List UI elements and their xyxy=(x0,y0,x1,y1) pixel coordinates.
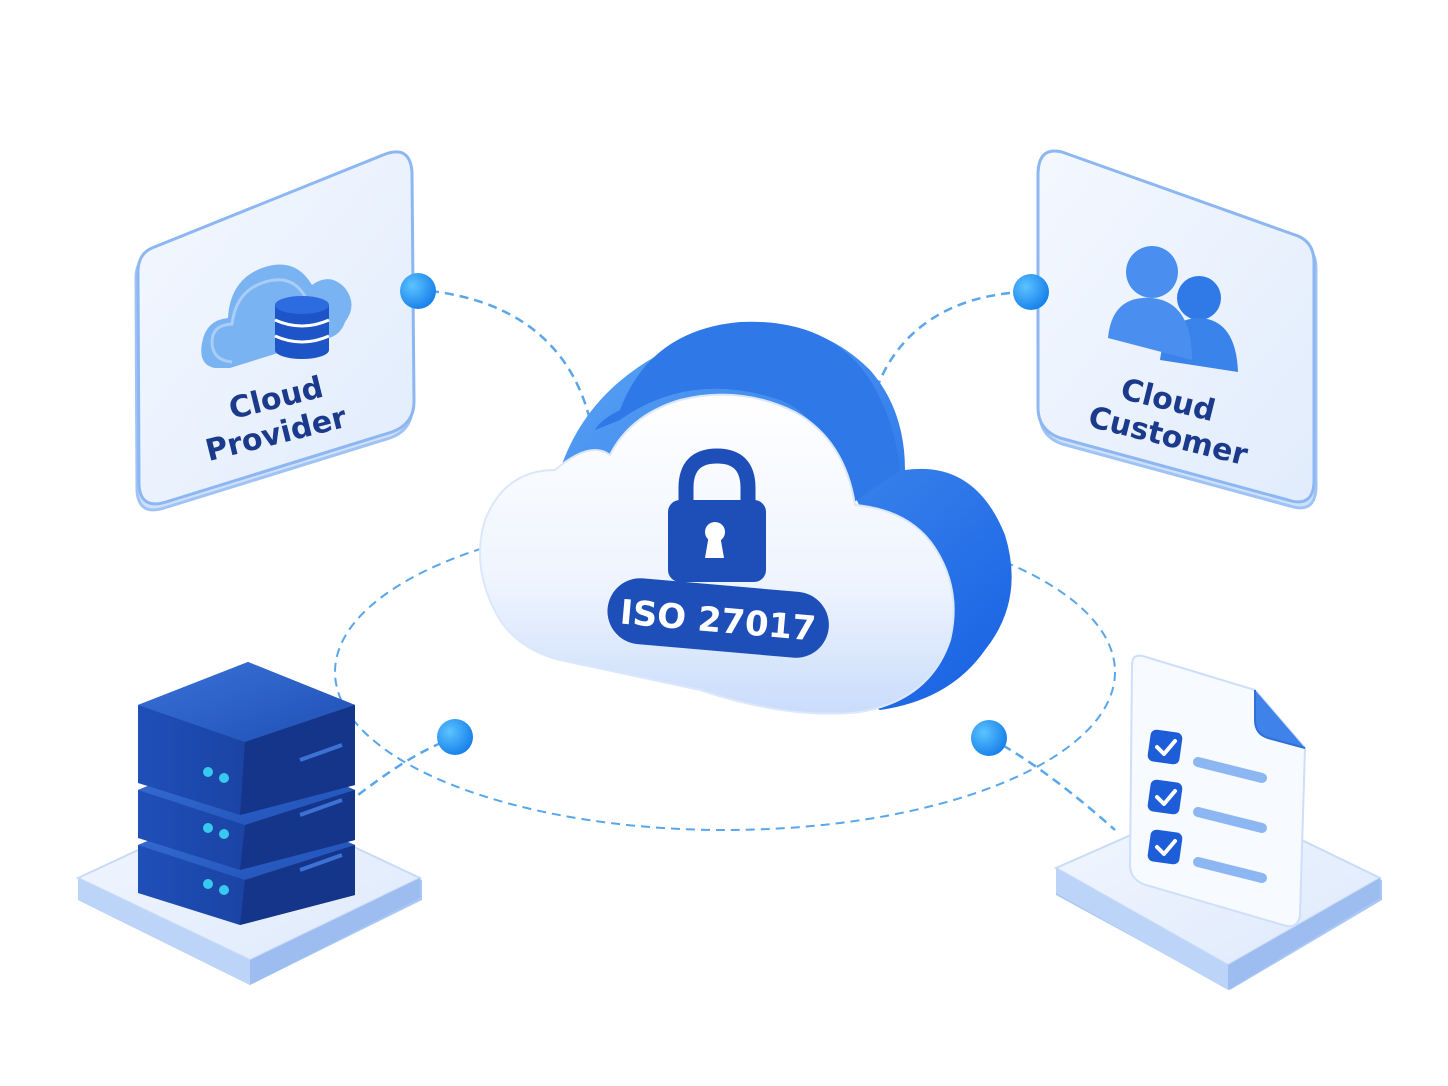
central-cloud: ISO 27017 xyxy=(479,321,1012,715)
connector-dot-customer xyxy=(1013,274,1049,310)
dashed-orbit xyxy=(334,513,1116,831)
checklist-platform xyxy=(1053,654,1383,990)
connector-server xyxy=(344,735,457,806)
padlock-icon xyxy=(668,448,766,582)
checklist-document-icon xyxy=(1128,654,1307,928)
iso-badge: ISO 27017 xyxy=(607,578,829,658)
connector-dot-provider xyxy=(400,273,436,309)
cloud-provider-card: Cloud Provider xyxy=(134,150,416,512)
server-platform xyxy=(75,662,423,985)
users-icon xyxy=(1108,246,1238,372)
connector-dot-server xyxy=(437,719,473,755)
checkbox-2 xyxy=(1147,779,1183,815)
connector-checklist xyxy=(989,736,1116,831)
database-cylinder xyxy=(274,296,330,359)
cloud-customer-card: Cloud Customer xyxy=(1036,149,1318,510)
server-stack-icon xyxy=(138,662,355,925)
checkbox-1 xyxy=(1147,729,1183,765)
connector-dots xyxy=(400,273,1049,756)
connector-customer xyxy=(876,290,1026,386)
checkbox-3 xyxy=(1147,829,1183,865)
connector-dot-checklist xyxy=(971,720,1007,756)
connector-provider xyxy=(429,289,592,421)
cloud-database-icon xyxy=(201,264,352,368)
